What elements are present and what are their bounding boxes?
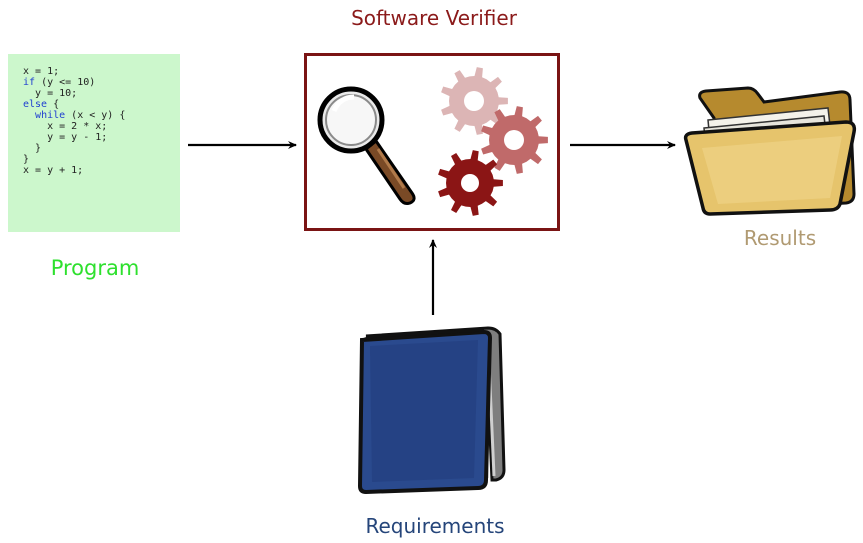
magnifier-icon (317, 86, 416, 205)
code-line: if (y <= 10) (23, 77, 96, 88)
program-label: Program (50, 256, 140, 280)
code-line: while (x < y) { (35, 110, 126, 121)
verifier-title: Software Verifier (351, 6, 517, 30)
gears-icon (438, 67, 548, 216)
code-line: y = 10; (23, 88, 78, 99)
folder-icon (683, 86, 857, 216)
gear-hole (504, 130, 524, 150)
results-label: Results (743, 226, 817, 250)
program-code-box: x = 1;if (y <= 10) y = 10;else { while (… (8, 54, 180, 232)
code-line: } (23, 154, 30, 165)
code-line: x = 1; (23, 66, 60, 77)
gear-hole (464, 91, 484, 111)
gear-hole (461, 174, 479, 192)
book-icon (357, 326, 506, 495)
code-line: y = y - 1; (23, 132, 108, 143)
code-line: x = 2 * x; (23, 121, 108, 132)
requirements-label: Requirements (365, 514, 505, 538)
code-line: else { (23, 99, 60, 110)
code-line: } (23, 143, 42, 154)
code-line: x = y + 1; (23, 165, 84, 176)
verifier-illustration (317, 67, 548, 216)
